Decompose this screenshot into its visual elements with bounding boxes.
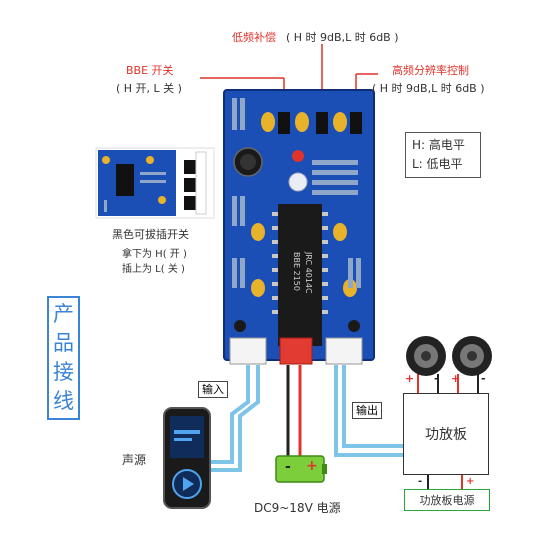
speakers	[406, 336, 492, 376]
output-wire-b	[342, 365, 405, 448]
dc-power-label: DC9~18V 电源	[254, 501, 341, 515]
bass-comp-detail: ( H 时 9dB,L 时 6dB )	[286, 31, 399, 44]
jumper-photo	[95, 147, 215, 219]
legend-high: H: 高电平	[412, 138, 465, 152]
bbe-switch-detail: ( H 开, L 关 )	[116, 82, 182, 95]
jumper-on-note: 插上为 L( 关 )	[122, 264, 185, 275]
sound-source-device	[163, 407, 211, 509]
dc-battery	[275, 455, 327, 483]
input-wire-b	[206, 365, 260, 472]
chip-label-1: BBE 2150	[292, 252, 301, 291]
output-tag: 输出	[352, 402, 382, 419]
pcb-jumpers	[278, 112, 362, 134]
spk1-plus: +	[405, 372, 415, 385]
input-tag: 输入	[198, 381, 228, 398]
treble-res-label: 高频分辨率控制	[392, 64, 469, 77]
amp-power-minus: -	[418, 476, 423, 487]
jumper-title: 黑色可拔插开关	[112, 228, 189, 241]
level-legend: H: 高电平 L: 低电平	[405, 132, 481, 178]
jumper-off-note: 拿下为 H( 开 )	[122, 249, 187, 260]
bbe-pcb	[223, 89, 375, 365]
power-connector	[279, 337, 313, 365]
chip-label-2: JRC 4014C	[304, 252, 313, 294]
spk2-plus: +	[451, 372, 461, 385]
treble-res-detail: ( H 时 9dB,L 时 6dB )	[372, 82, 485, 95]
input-connector	[229, 337, 267, 365]
amp-power-label: 功放板电源	[404, 489, 490, 511]
bass-comp-label: 低频补偿	[232, 31, 276, 44]
battery-minus: -	[285, 459, 291, 475]
audio-wires	[206, 365, 405, 472]
sound-source-label: 声源	[122, 453, 147, 467]
diagram-title: 产品接线	[47, 296, 80, 420]
output-wire-a	[334, 365, 405, 457]
spk2-minus: -	[481, 372, 486, 385]
amp-power-plus: +	[466, 476, 475, 487]
battery-plus: +	[306, 458, 318, 474]
input-wire-a	[206, 365, 250, 464]
bbe-switch-label: BBE 开关	[126, 64, 174, 77]
ic-chip	[278, 204, 322, 346]
output-connector	[325, 337, 363, 365]
amplifier-board: 功放板	[403, 393, 489, 475]
legend-low: L: 低电平	[412, 157, 463, 171]
spk1-minus: -	[434, 372, 439, 385]
